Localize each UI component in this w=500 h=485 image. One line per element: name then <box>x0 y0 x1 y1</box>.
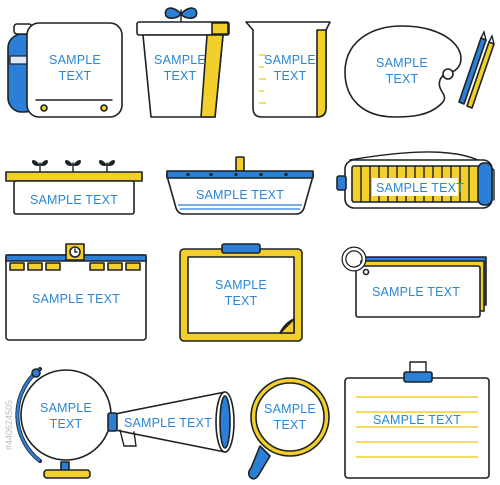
magnifier-label-line-2: TEXT <box>274 418 307 432</box>
clipboard-label-line-1: SAMPLE <box>215 278 267 292</box>
megaphone-frame: SAMPLE TEXT <box>107 391 235 453</box>
beaker-frame: SAMPLE TEXT <box>245 21 331 118</box>
melodica-frame: SAMPLE TEXT <box>336 151 495 209</box>
clip-note-label: SAMPLE TEXT <box>373 413 461 427</box>
globe-frame: SAMPLE TEXT <box>15 367 112 479</box>
flowerpot-frame: SAMPLE TEXT <box>136 7 230 118</box>
planter-label: SAMPLE TEXT <box>30 193 118 207</box>
megaphone-label: SAMPLE TEXT <box>124 416 212 430</box>
beaker-label-line-2: TEXT <box>274 69 307 83</box>
school-label: SAMPLE TEXT <box>32 292 120 306</box>
basket-label: SAMPLE TEXT <box>196 188 284 202</box>
clip-note-frame: SAMPLE TEXT <box>344 361 490 479</box>
flowerpot-label-line-1: SAMPLE <box>154 53 206 67</box>
globe-label-line-1: SAMPLE <box>40 401 92 415</box>
planter-frame: SAMPLE TEXT <box>5 159 143 215</box>
stock-watermark: #440624505 <box>4 400 14 450</box>
beaker-label-line-1: SAMPLE <box>264 53 316 67</box>
magnifier-frame: SAMPLE TEXT <box>247 377 330 480</box>
flashcards-frame: SAMPLE TEXT <box>341 246 487 318</box>
magnifier-label-line-1: SAMPLE <box>264 402 316 416</box>
backpack-label-line-1: SAMPLE <box>49 53 101 67</box>
palette-label-line-1: SAMPLE <box>376 56 428 70</box>
flashcards-label: SAMPLE TEXT <box>372 285 460 299</box>
backpack-frame: SAMPLE TEXT <box>7 22 123 118</box>
school-frame: SAMPLE TEXT <box>5 243 147 341</box>
palette-label-line-2: TEXT <box>386 72 419 86</box>
backpack-label-line-2: TEXT <box>59 69 92 83</box>
clipboard-label-line-2: TEXT <box>225 294 258 308</box>
basket-frame: SAMPLE TEXT <box>166 156 314 215</box>
flowerpot-label-line-2: TEXT <box>164 69 197 83</box>
clipboard-frame: SAMPLE TEXT <box>179 243 303 342</box>
palette-frame: SAMPLE TEXT <box>344 25 495 118</box>
melodica-label: SAMPLE TEXT <box>376 181 464 195</box>
globe-label-line-2: TEXT <box>50 417 83 431</box>
